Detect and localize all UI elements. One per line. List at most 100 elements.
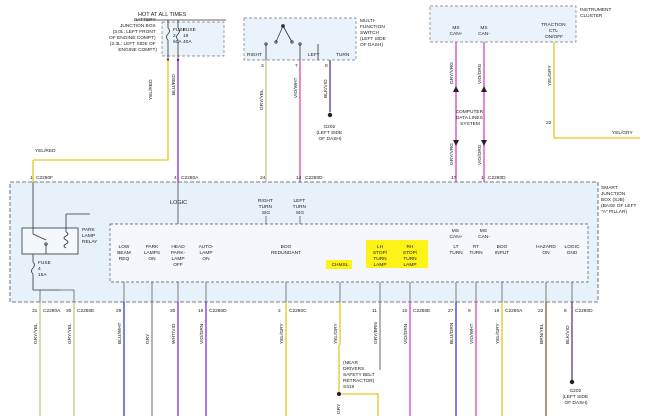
bottom-wire-label-3: GRY [145, 333, 151, 344]
seat-belt-splice-label: (NEAR DRIVERS SAFETY BELT RETRACTOR) S41… [343, 360, 376, 390]
wire-label-yel-red-vert: YEL/RED [148, 79, 154, 100]
hot-at-all-times-label: HOT AT ALL TIMES [138, 12, 187, 18]
park-lamp-relay-label: PARK LAMP RELAY [82, 227, 98, 245]
bottom-pin-number-2: 29 [116, 308, 122, 314]
function-label-5: CHMSL [332, 262, 349, 268]
ground-g202-top-icon [327, 112, 333, 118]
right-turn-sig-label: RIGHT TURN SIG [258, 198, 274, 216]
bottom-wire-label-10: BLU/GRN [449, 322, 455, 344]
bottom-pin-number-9: 10 [402, 308, 408, 314]
wire-label-vio-org: VIO/ORG [477, 63, 483, 84]
bottom-connector-14: C2280D [575, 308, 593, 314]
fuse-19-symbol [176, 20, 180, 60]
bottom-wire-label-4: WHT/VIO [171, 323, 177, 344]
bottom-wire-label-8: GRY/BRN [373, 322, 379, 344]
wire-label-vio-wht: VIO/WHT [293, 77, 299, 98]
highlight-chmsl [326, 260, 352, 269]
sjb-ms-can-plus-label: MS CAN+ [450, 228, 463, 240]
park-lamp-relay [21, 227, 79, 255]
g202-top-label: G202 (LEFT SIDE OF DASH) [316, 124, 343, 142]
bottom-connector-0: C2280A [43, 308, 61, 314]
pin-mark-8: 8 [325, 63, 328, 69]
wire-yel-red-upper [33, 60, 169, 161]
splice-s419-icon [337, 392, 341, 396]
mfs-right-label: RIGHT [247, 52, 262, 58]
arrow-down-can-plus-icon [453, 140, 459, 146]
wire-yel-gry-top [553, 42, 640, 139]
top-pin-4: 4 [174, 175, 177, 181]
turn-switch-symbol [264, 24, 319, 60]
bottom-pin-number-1: 30 [66, 308, 72, 314]
bottom-wire-label-11: VIO/WHT [469, 323, 475, 344]
top-conn-c2280d-right: C2280D [488, 175, 506, 181]
fuse-19-label: FUSE 19 40A [183, 27, 197, 45]
wire-label-blk-vio-top: BLK/VIO [323, 79, 329, 98]
bottom-pin-number-14: 8 [564, 308, 567, 314]
left-turn-sig-label: LEFT TURN SIG [293, 198, 308, 216]
top-conn-c2280a: C2280A [181, 175, 199, 181]
arrow-up-can-plus-icon [453, 86, 459, 92]
bottom-wire-label-13: BRN/YEL [539, 323, 545, 344]
bottom-pin-number-0: 31 [32, 308, 38, 314]
wire-label-gry-vrg-lower: GRY/VRG [449, 143, 455, 165]
wire-label-yel-gry-top: YEL/GRY [547, 64, 553, 86]
battery-junction-box [161, 21, 225, 57]
bottom-pin-number-10: 27 [448, 308, 454, 314]
bottom-connector-6: C2280C [289, 308, 307, 314]
top-conn-c2280f: C2280F [36, 175, 53, 181]
wire-label-vio-org-lower: VIO/ORG [477, 144, 483, 165]
bottom-cut-gry-label: GRY [336, 403, 342, 414]
logic-label: LOGIC [170, 200, 187, 206]
bottom-pin-number-6: 2 [278, 308, 281, 314]
arrow-up-can-minus-icon [481, 86, 487, 92]
arrow-down-can-minus-icon [481, 140, 487, 146]
logic-module [109, 223, 589, 283]
sjb-ms-can-minus-label: MS CAN- [478, 228, 490, 240]
bottom-wire-label-12: YEL/GRY [495, 322, 501, 344]
ground-g202-bottom-icon [569, 379, 575, 385]
bottom-pin-number-8: 11 [372, 308, 377, 314]
bottom-wire-label-14: BLK/VIO [565, 325, 571, 344]
bottom-pin-number-12: 19 [494, 308, 500, 314]
bottom-wire-label-9: VIO/GRN [403, 323, 409, 344]
wire-label-blu-red: BLU/RED [171, 74, 177, 95]
wire-label-yel-red: YEL/RED [35, 148, 56, 154]
traction-ctl-label: TRACTION CTL ON/OFF [541, 22, 567, 40]
bottom-wire-label-1: GRY/YEL [67, 323, 73, 344]
pin-22-mark: 22 [546, 120, 552, 126]
bottom-connector-1: C2280E [77, 308, 94, 314]
sjb-fuse-4-symbol [31, 254, 60, 291]
instrument-cluster-label: INSTRUMENT CLUSTER [580, 7, 613, 19]
fuse-2-symbol [166, 20, 170, 60]
top-pin-24: 24 [260, 175, 266, 181]
bottom-connector-12: C2280A [505, 308, 523, 314]
bottom-wire-label-5: VIO/GRN [199, 323, 205, 344]
mfs-left-label: LEFT [308, 52, 320, 58]
top-pin-1-right: 1 [481, 175, 484, 181]
bottom-pin-number-11: 9 [468, 308, 471, 314]
pin-mark-3: 3 [261, 63, 264, 69]
top-pin-14: 14 [296, 175, 302, 181]
pin-mark-7: 7 [295, 63, 298, 69]
highlight-lh-rh-stop-turn [366, 240, 428, 268]
bottom-pin-number-5: 19 [198, 308, 204, 314]
bottom-connector-5: C2280D [209, 308, 227, 314]
wire-label-gry-yel: GRY/YEL [259, 89, 265, 110]
top-pin-17: 17 [451, 175, 457, 181]
